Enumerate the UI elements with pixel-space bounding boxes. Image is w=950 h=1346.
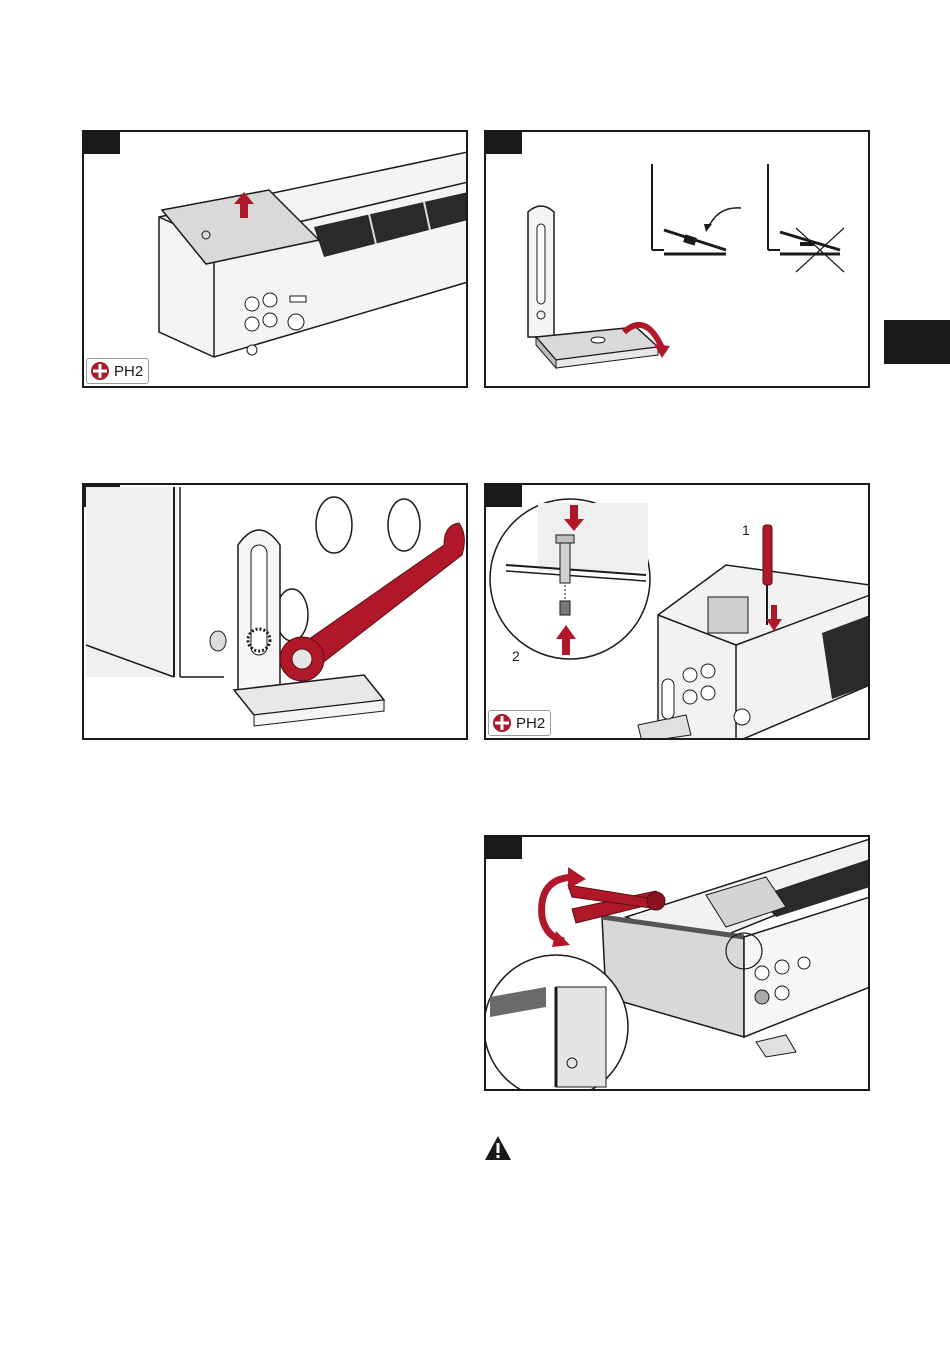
warning-triangle-icon bbox=[484, 1135, 512, 1161]
wrench-tighten-illustration bbox=[84, 485, 468, 740]
step-panel-pliers-bend bbox=[484, 835, 870, 1091]
tool-label: PH2 bbox=[516, 715, 545, 732]
step-panel-screw-fix: 1 2 PH2 bbox=[484, 483, 870, 740]
bracket-orientation-illustration bbox=[486, 132, 870, 388]
phillips-tool-badge: PH2 bbox=[488, 710, 551, 736]
tool-label: PH2 bbox=[114, 363, 143, 380]
remove-cover-illustration bbox=[84, 132, 468, 388]
step-panel-remove-cover: PH2 bbox=[82, 130, 468, 388]
step-panel-wrench-tighten bbox=[82, 483, 468, 740]
phillips-screwdriver-icon bbox=[90, 361, 110, 381]
callout-2: 2 bbox=[512, 648, 520, 664]
step-panel-bracket-orientation bbox=[484, 130, 870, 388]
section-side-tab bbox=[884, 320, 950, 364]
phillips-tool-badge: PH2 bbox=[86, 358, 149, 384]
pliers-bend-illustration bbox=[486, 837, 870, 1091]
phillips-screwdriver-icon bbox=[492, 713, 512, 733]
callout-1: 1 bbox=[742, 522, 750, 538]
screw-fix-illustration: 1 2 bbox=[486, 485, 870, 740]
